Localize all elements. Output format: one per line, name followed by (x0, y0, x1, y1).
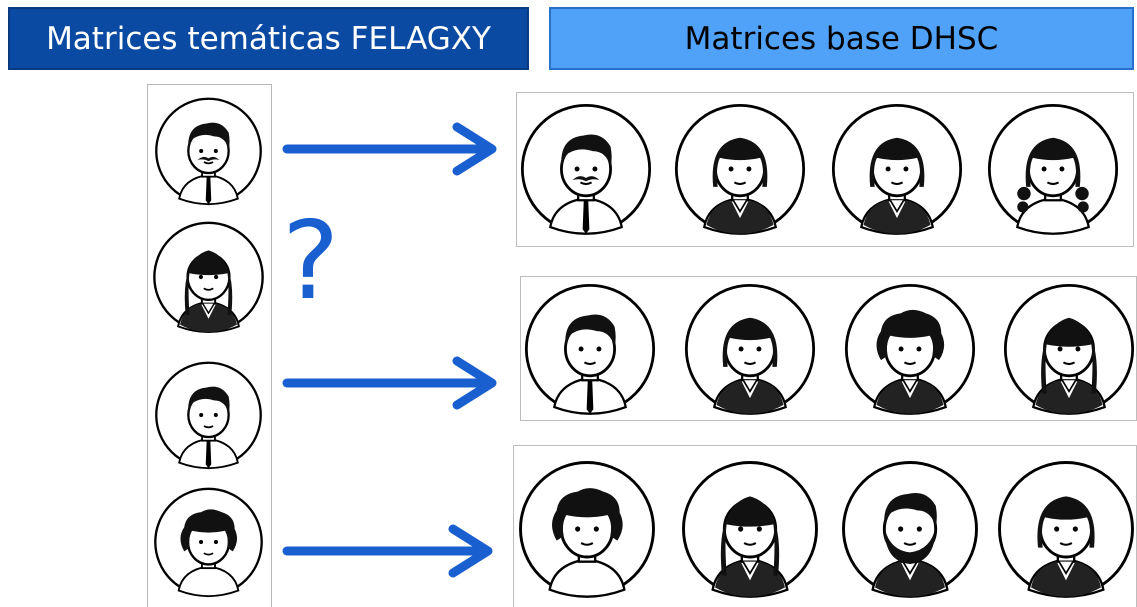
base-matrices-title: Matrices base DHSC (684, 20, 999, 57)
curly-hair-avatar-icon (517, 458, 657, 600)
thematic-matrices-header: Matrices temáticas FELAGXY (8, 7, 529, 70)
woman-long-hair-avatar-icon (1002, 282, 1136, 416)
question-mark: ? (282, 199, 340, 324)
man-beard-avatar-icon (840, 458, 980, 600)
woman-short-hair-avatar-icon (673, 100, 807, 238)
thematic-avatar-column (147, 84, 272, 607)
arrow-right-icon (282, 122, 497, 176)
boy-bowl-cut-avatar-icon (830, 100, 964, 238)
woman-curly-hair-avatar-icon (843, 282, 977, 416)
girl-braids-avatar-icon (986, 100, 1120, 238)
arrow-right-icon (282, 524, 493, 578)
woman-long-hair-avatar-icon (680, 458, 820, 600)
thematic-matrices-title: Matrices temáticas FELAGXY (46, 20, 491, 57)
woman-bob-avatar-icon (683, 282, 817, 416)
man-mustache-avatar-icon (519, 100, 653, 238)
man-short-hair-avatar-icon (523, 282, 657, 416)
woman-short-hair-avatar-icon (996, 458, 1136, 600)
base-matrices-header: Matrices base DHSC (549, 7, 1134, 70)
arrow-right-icon (282, 356, 497, 410)
